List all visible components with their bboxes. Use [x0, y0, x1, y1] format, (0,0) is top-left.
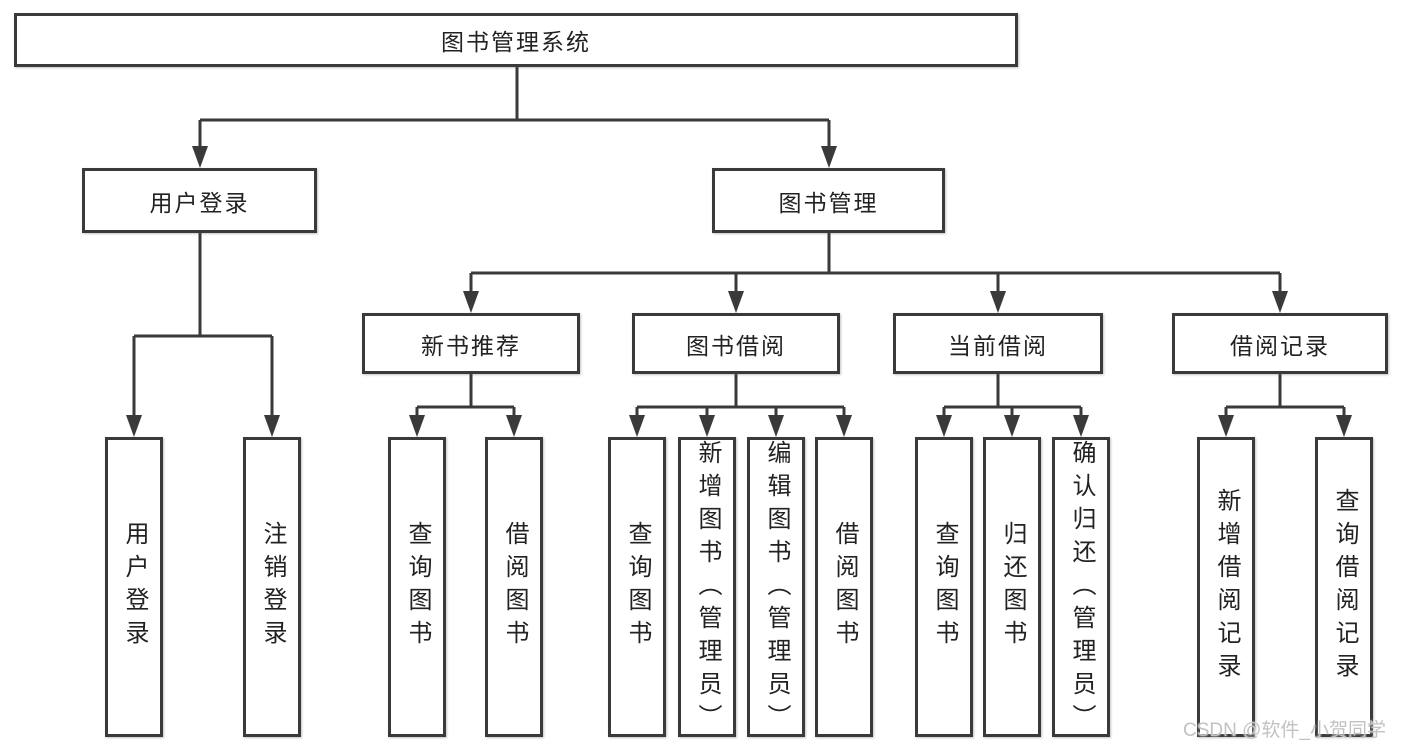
arrowhead-icon — [264, 415, 280, 437]
node-leaf-bb-edit-books-admin-label: 编辑图书（管理员） — [763, 440, 790, 737]
arrowhead-icon — [728, 291, 744, 313]
node-leaf-nb-borrow-books-label: 借阅图书 — [501, 521, 528, 653]
node-leaf-nb-borrow-books: 借阅图书 — [485, 437, 543, 737]
node-leaf-cb-query-books: 查询图书 — [915, 437, 973, 737]
node-current-borrowing-label: 当前借阅 — [948, 332, 1048, 359]
node-leaf-bb-edit-books-admin: 编辑图书（管理员） — [747, 437, 805, 737]
node-new-book-recommend: 新书推荐 — [362, 313, 580, 374]
arrowhead-icon — [821, 146, 837, 168]
node-leaf-cb-confirm-return-admin: 确认归还（管理员） — [1052, 437, 1110, 737]
node-leaf-bb-query-books-label: 查询图书 — [624, 521, 651, 653]
node-current-borrowing: 当前借阅 — [893, 313, 1103, 374]
arrowhead-icon — [192, 146, 208, 168]
node-book-management: 图书管理 — [712, 168, 945, 233]
arrowhead-icon — [506, 415, 522, 437]
node-user-login-label: 用户登录 — [149, 189, 250, 216]
arrowhead-icon — [1272, 291, 1288, 313]
node-leaf-cb-query-books-label: 查询图书 — [931, 521, 958, 653]
node-root: 图书管理系统 — [14, 13, 1018, 67]
node-leaf-logout-label: 注销登录 — [259, 521, 286, 653]
node-leaf-bb-borrow-books-label: 借阅图书 — [831, 521, 858, 653]
node-leaf-nb-query-books: 查询图书 — [388, 437, 446, 737]
node-leaf-cb-return-books: 归还图书 — [983, 437, 1041, 737]
arrowhead-icon — [990, 291, 1006, 313]
node-leaf-bb-add-books-admin-label: 新增图书（管理员） — [694, 440, 721, 737]
node-leaf-br-query-record-label: 查询借阅记录 — [1331, 488, 1358, 686]
node-new-book-recommend-label: 新书推荐 — [421, 332, 521, 359]
node-borrowing-records-label: 借阅记录 — [1230, 332, 1330, 359]
node-leaf-bb-add-books-admin: 新增图书（管理员） — [678, 437, 736, 737]
arrowhead-icon — [1073, 415, 1089, 437]
node-leaf-bb-query-books: 查询图书 — [608, 437, 666, 737]
node-borrowing-records: 借阅记录 — [1172, 313, 1388, 374]
arrowhead-icon — [768, 415, 784, 437]
node-leaf-user-login-label: 用户登录 — [121, 521, 148, 653]
node-leaf-br-add-record-label: 新增借阅记录 — [1213, 488, 1240, 686]
arrowhead-icon — [126, 415, 142, 437]
csdn-watermark: CSDN @软件_小贺同学 — [1183, 720, 1386, 741]
arrowhead-icon — [463, 291, 479, 313]
node-leaf-user-login: 用户登录 — [105, 437, 163, 737]
arrowhead-icon — [699, 415, 715, 437]
node-leaf-nb-query-books-label: 查询图书 — [404, 521, 431, 653]
node-root-label: 图书管理系统 — [441, 29, 591, 55]
node-leaf-bb-borrow-books: 借阅图书 — [815, 437, 873, 737]
arrowhead-icon — [1336, 415, 1352, 437]
arrowhead-icon — [936, 415, 952, 437]
arrowhead-icon — [1004, 415, 1020, 437]
arrowhead-icon — [629, 415, 645, 437]
node-leaf-br-add-record: 新增借阅记录 — [1197, 437, 1255, 737]
node-leaf-br-query-record: 查询借阅记录 — [1315, 437, 1373, 737]
arrowhead-icon — [409, 415, 425, 437]
node-book-management-label: 图书管理 — [778, 189, 879, 216]
node-user-login: 用户登录 — [82, 168, 317, 233]
node-leaf-cb-return-books-label: 归还图书 — [999, 521, 1026, 653]
node-book-borrowing-label: 图书借阅 — [686, 332, 786, 359]
node-leaf-cb-confirm-return-admin-label: 确认归还（管理员） — [1068, 440, 1095, 737]
arrowhead-icon — [1218, 415, 1234, 437]
arrowhead-icon — [836, 415, 852, 437]
node-leaf-logout: 注销登录 — [243, 437, 301, 737]
node-book-borrowing: 图书借阅 — [632, 313, 840, 374]
